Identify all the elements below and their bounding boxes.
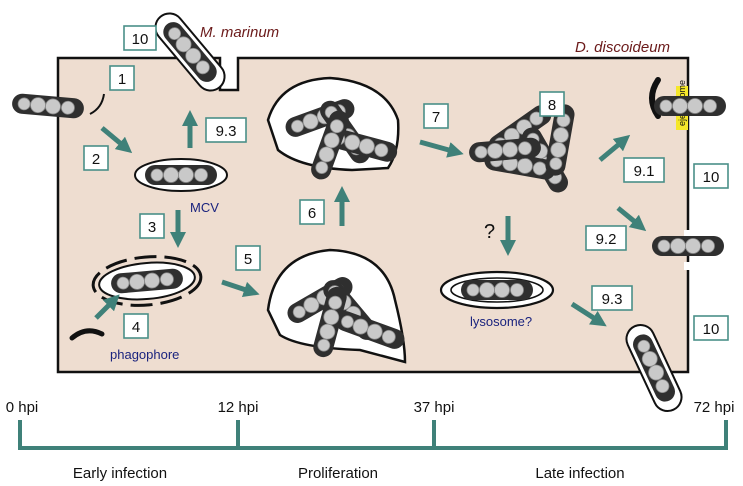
tick-label-12: 12 hpi (218, 399, 259, 416)
svg-text:1: 1 (118, 71, 126, 88)
arrow-5 (221, 279, 260, 298)
step-box-8: 8 (539, 91, 565, 117)
tick-label-72: 72 hpi (694, 399, 735, 416)
phase-proliferation: Proliferation (298, 465, 378, 482)
question-mark: ? (484, 221, 495, 243)
step-box-7: 7 (423, 103, 449, 129)
tick-label-0: 0 hpi (6, 399, 39, 416)
mcv-label: MCV (190, 200, 219, 215)
step-box-9-3-bottom: 9.3 (591, 285, 633, 311)
exiting-bacterium (651, 235, 725, 257)
arrow-2 (100, 126, 133, 154)
step-box-4: 4 (123, 313, 149, 339)
bacterium-label: M. marinum (200, 24, 279, 41)
proliferation-vacuole-top (266, 76, 400, 183)
arrow-7 (419, 139, 464, 158)
step-box-5: 5 (235, 245, 261, 271)
escaping-bacterium-top (154, 12, 226, 92)
arrow-4 (94, 294, 120, 320)
ejected-bacterium (653, 95, 727, 117)
phase-late: Late infection (535, 465, 624, 482)
arrow-9-1 (598, 134, 631, 162)
step-box-9-2: 9.2 (585, 225, 627, 251)
step-box-6: 6 (299, 199, 325, 225)
svg-text:9.3: 9.3 (602, 291, 623, 308)
phagophore-label: phagophore (110, 347, 179, 362)
step-box-2: 2 (83, 145, 109, 171)
step-box-1: 1 (109, 65, 135, 91)
svg-text:10: 10 (703, 321, 720, 338)
lysosome-label: lysosome? (470, 314, 532, 329)
host-label: D. discoideum (575, 39, 670, 56)
step-box-3: 3 (139, 213, 165, 239)
svg-text:4: 4 (132, 319, 140, 336)
proliferation-vacuole-bottom (266, 248, 408, 364)
phagophore-shape (69, 328, 105, 341)
arrow-9-3-bottom (570, 301, 607, 327)
step-box-10-top: 10 (123, 25, 157, 51)
membrane-gap (684, 262, 692, 270)
step-box-9-1: 9.1 (623, 157, 665, 183)
timeline: 0 hpi 12 hpi 37 hpi 72 hpi Early infecti… (6, 399, 735, 482)
ejectosome-membrane (649, 77, 661, 119)
mcv-vacuole (134, 158, 228, 192)
uptake-membrane (89, 93, 105, 115)
svg-text:3: 3 (148, 219, 156, 236)
lysosome-vacuole (439, 270, 555, 310)
membrane-gap (684, 230, 692, 238)
svg-text:8: 8 (548, 97, 556, 114)
step-box-10-right-bottom: 10 (693, 315, 729, 341)
svg-text:7: 7 (432, 109, 440, 126)
svg-text:10: 10 (703, 169, 720, 186)
svg-text:10: 10 (132, 31, 149, 48)
svg-text:5: 5 (244, 251, 252, 268)
tick-label-37: 37 hpi (414, 399, 455, 416)
svg-text:6: 6 (308, 205, 316, 222)
phase-early: Early infection (73, 465, 167, 482)
autophagy-vacuole (91, 255, 203, 307)
svg-text:9.3: 9.3 (216, 123, 237, 140)
svg-text:9.2: 9.2 (596, 231, 617, 248)
step-box-10-right-top: 10 (693, 163, 729, 189)
svg-text:2: 2 (92, 151, 100, 168)
step-box-9-3-top: 9.3 (205, 117, 247, 143)
svg-text:9.1: 9.1 (634, 163, 655, 180)
arrow-9-2 (616, 206, 647, 232)
escaping-bacterium-bottom (625, 323, 683, 413)
